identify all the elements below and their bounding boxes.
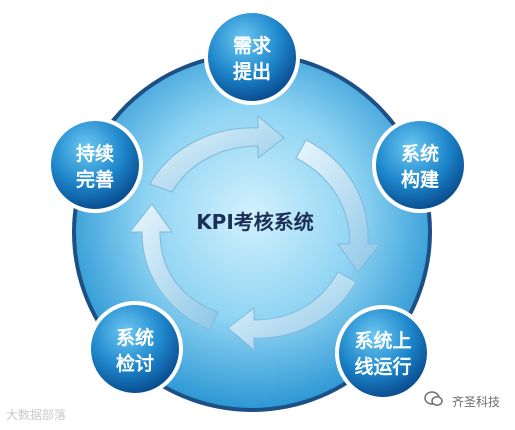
node-system-launch: 系统上 线运行	[335, 305, 431, 401]
node-system-build-label-1: 系统	[401, 142, 439, 165]
wechat-icon	[424, 391, 443, 406]
node-system-build-ball	[376, 121, 464, 209]
node-system-review-ball	[91, 305, 179, 393]
node-continuous-improve-ball	[51, 121, 139, 209]
node-continuous-improve-label-2: 完善	[76, 168, 114, 191]
node-system-launch-label-2: 线运行	[354, 355, 411, 378]
node-system-build: 系统 构建	[372, 117, 468, 213]
watermark-left: 大数据部落	[6, 408, 67, 422]
node-requirement-label-1: 需求	[233, 34, 272, 57]
node-requirement-label-2: 提出	[233, 60, 271, 83]
arrow-top	[149, 114, 285, 193]
node-system-review-label-1: 系统	[116, 326, 154, 349]
node-system-launch-ball	[339, 309, 427, 397]
node-continuous-improve: 持续 完善	[47, 117, 143, 213]
node-system-launch-label-1: 系统上	[354, 329, 411, 352]
cycle-arrows	[128, 114, 382, 352]
node-requirement-ball	[208, 13, 296, 101]
node-system-build-label-2: 构建	[401, 168, 439, 191]
arrow-left	[128, 203, 219, 331]
node-continuous-improve-label-1: 持续	[76, 142, 114, 165]
center-label: KPI考核系统	[196, 210, 314, 234]
node-requirement: 需求 提出	[204, 9, 300, 105]
node-system-review: 系统 检讨	[87, 301, 183, 397]
arrow-right	[295, 139, 382, 273]
watermark-right: 齐圣科技	[452, 395, 501, 409]
arrow-bottom	[227, 271, 357, 352]
node-system-review-label-2: 检讨	[116, 352, 154, 375]
